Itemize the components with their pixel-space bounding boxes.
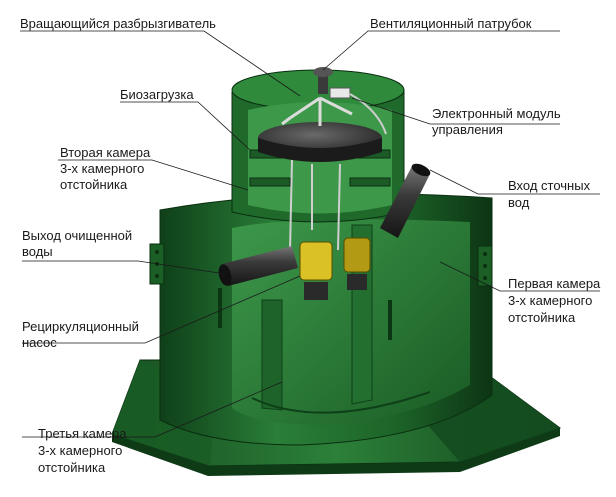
label-control-module-line2: управления [432, 122, 503, 137]
label-recirculation-pump-line1: Рециркуляционный [22, 319, 139, 334]
label-vent-pipe: Вентиляционный патрубок [370, 16, 532, 31]
label-third-chamber-line3: отстойника [38, 460, 106, 475]
label-wastewater-inlet-line1: Вход сточных [508, 178, 591, 193]
label-third-chamber-line1: Третья камера [38, 426, 127, 441]
label-first-chamber-line2: 3-х камерного [508, 293, 593, 308]
label-clean-water-outlet-line2: воды [22, 244, 53, 259]
label-control-module-line1: Электронный модуль [432, 106, 561, 121]
label-first-chamber-line1: Первая камера [508, 276, 601, 291]
vent-pipe [313, 67, 333, 94]
upper-cylinder [231, 69, 405, 223]
tank-lower-body [159, 193, 493, 446]
sprinkler [281, 96, 353, 126]
inlet-pipe [380, 163, 431, 238]
side-bracket-right [477, 245, 493, 287]
label-wastewater-inlet-line2: вод [508, 195, 530, 210]
control-module-icon [329, 87, 387, 135]
label-rotating-sprinkler: Вращающийся разбрызгиватель [20, 16, 216, 31]
label-bioload: Биозагрузка [120, 87, 194, 102]
outlet-pipe [218, 246, 298, 286]
label-third-chamber-line2: 3-х камерного [38, 443, 123, 458]
label-recirculation-pump-line2: насос [22, 335, 57, 350]
label-second-chamber-line1: Вторая камера [60, 145, 151, 160]
leader-lines [20, 30, 600, 438]
support-rods [289, 159, 341, 251]
label-clean-water-outlet-line1: Выход очищенной [22, 228, 133, 243]
label-first-chamber-line3: отстойника [508, 310, 576, 325]
label-second-chamber-line2: 3-х камерного [60, 161, 145, 176]
label-second-chamber-line3: отстойника [60, 177, 128, 192]
recirculation-pump-icon [299, 237, 371, 300]
